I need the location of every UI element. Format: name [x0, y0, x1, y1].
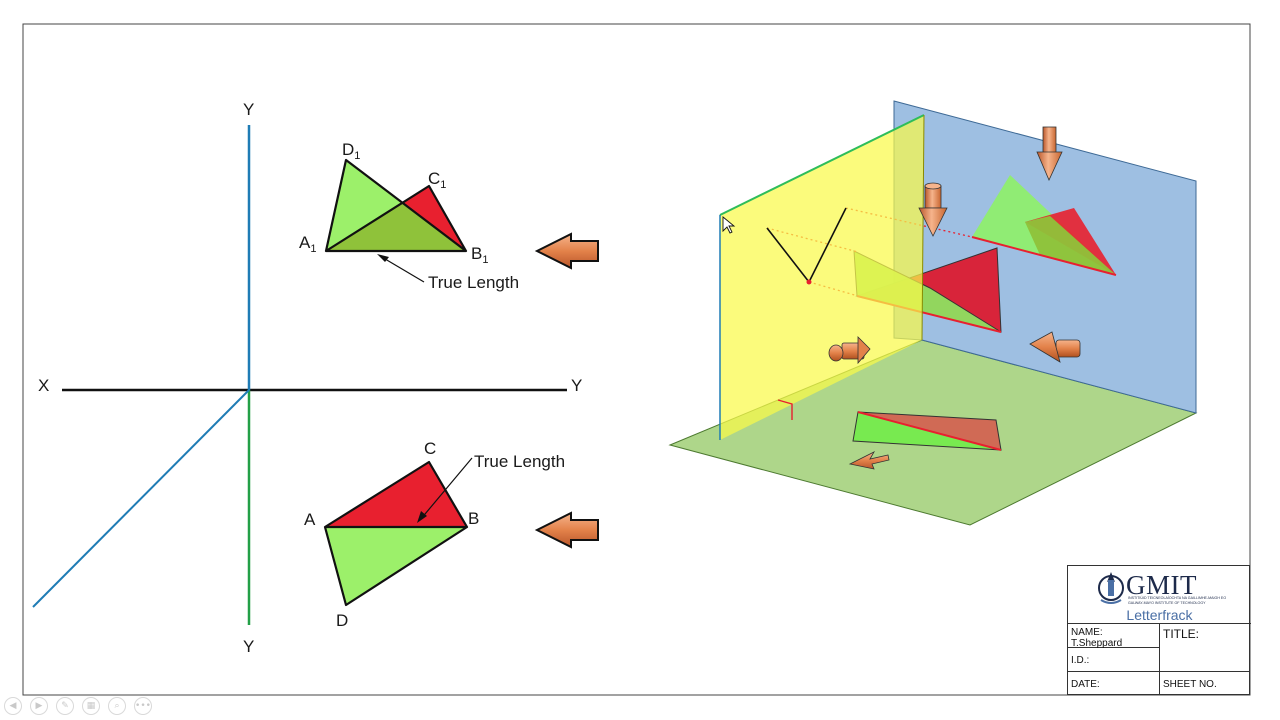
date-field: DATE:: [1068, 672, 1160, 694]
logo-subtitle-english: GALWAY-MAYO INSTITUTE OF TECHNOLOGY: [1128, 601, 1206, 605]
front-view-direction-arrow: [534, 232, 599, 270]
arrow-icon: [848, 451, 890, 470]
pen-icon[interactable]: ✎: [56, 697, 74, 715]
front-view-outline: [324, 158, 468, 253]
next-icon[interactable]: ▶: [30, 697, 48, 715]
plan-view-direction-arrow: [534, 511, 599, 549]
slides-icon[interactable]: ▦: [82, 697, 100, 715]
side-plane-top-edge: [719, 114, 925, 216]
plan-view-red-face: [325, 462, 467, 527]
title-block: GMIT INSTITIÚID TEICNEOLAÍOCHTA NA GAILL…: [1067, 565, 1251, 695]
plan-label-b: B: [468, 509, 479, 528]
arrow-icon: [534, 511, 599, 549]
axis-label-x: X: [38, 376, 49, 395]
leader-arrowhead: [377, 254, 389, 262]
slideshow-toolbar: ◀ ▶ ✎ ▦ ⌕ •••: [4, 696, 152, 716]
plan-label-a: A: [304, 510, 316, 529]
axis-label-y-top: Y: [243, 100, 254, 119]
mouse-pointer-icon: [722, 216, 736, 234]
ortho-axes: X Y Y Y: [32, 100, 582, 656]
arrow-icon: [534, 232, 599, 270]
mitre-line: [32, 389, 250, 608]
vertical-side-plane: [720, 115, 924, 440]
plan-view-green-face: [325, 527, 467, 605]
gmit-logo: GMIT INSTITIÚID TEICNEOLAÍOCHTA NA GAILL…: [1068, 566, 1251, 624]
ground-plane-true-edge: [857, 411, 1002, 451]
arrow-icon: [918, 207, 948, 237]
plan-true-length-label: True Length: [474, 452, 565, 471]
plan-label-d: D: [336, 611, 348, 630]
front-label-c1: C1: [428, 169, 446, 191]
leader-arrowhead: [417, 511, 427, 523]
top-arrow-back: [1036, 126, 1063, 181]
more-icon[interactable]: •••: [134, 697, 152, 715]
side-plane-back-edge: [921, 114, 925, 341]
gmit-crest-icon: [1098, 572, 1124, 604]
front-label-b1: B1: [471, 244, 488, 266]
arrow-icon: [1036, 151, 1063, 181]
side-arrow-left: [828, 336, 871, 365]
front-true-length-label: True Length: [428, 273, 519, 292]
front-view-overlap-face: [326, 203, 466, 251]
logo-wordmark: GMIT: [1126, 570, 1197, 600]
pictorial-3d-view: [668, 100, 1198, 526]
arrow-icon: [1029, 331, 1061, 363]
arrow-icon: [857, 336, 871, 365]
title-field: TITLE:: [1160, 624, 1249, 672]
right-angle-mark: [777, 399, 793, 420]
side-arrow-right: [1029, 331, 1081, 363]
ground-arrow: [848, 451, 890, 470]
campus-name: Letterfrack: [1126, 607, 1193, 623]
name-field: NAME: T.Sheppard: [1068, 624, 1160, 649]
plan-view-true-length-leader: [419, 457, 473, 521]
id-field: I.D.:: [1068, 648, 1160, 672]
previous-icon[interactable]: ◀: [4, 697, 22, 715]
front-label-a1: A1: [299, 233, 316, 255]
front-label-d1: D1: [342, 140, 360, 162]
front-view: D1 C1 A1 B1 True Length: [299, 140, 519, 292]
zoom-icon[interactable]: ⌕: [108, 697, 126, 715]
plan-view-outline: [323, 460, 469, 607]
front-view-true-length-leader: [379, 255, 425, 283]
plan-label-c: C: [424, 439, 436, 458]
axis-label-y-right: Y: [571, 376, 582, 395]
sheet-border: [22, 23, 1251, 696]
projection-point: [806, 279, 812, 285]
axis-label-y-bottom: Y: [243, 637, 254, 656]
sheet-number-field: SHEET NO.: [1163, 679, 1217, 690]
plan-view: C A B D True Length: [304, 439, 565, 630]
logo-subtitle-irish: INSTITIÚID TEICNEOLAÍOCHTA NA GAILLIMHE-…: [1128, 596, 1227, 600]
back-plane-overlap: [1025, 216, 1116, 275]
top-arrow-front: [918, 182, 948, 237]
back-plane-true-edge: [971, 236, 1117, 276]
